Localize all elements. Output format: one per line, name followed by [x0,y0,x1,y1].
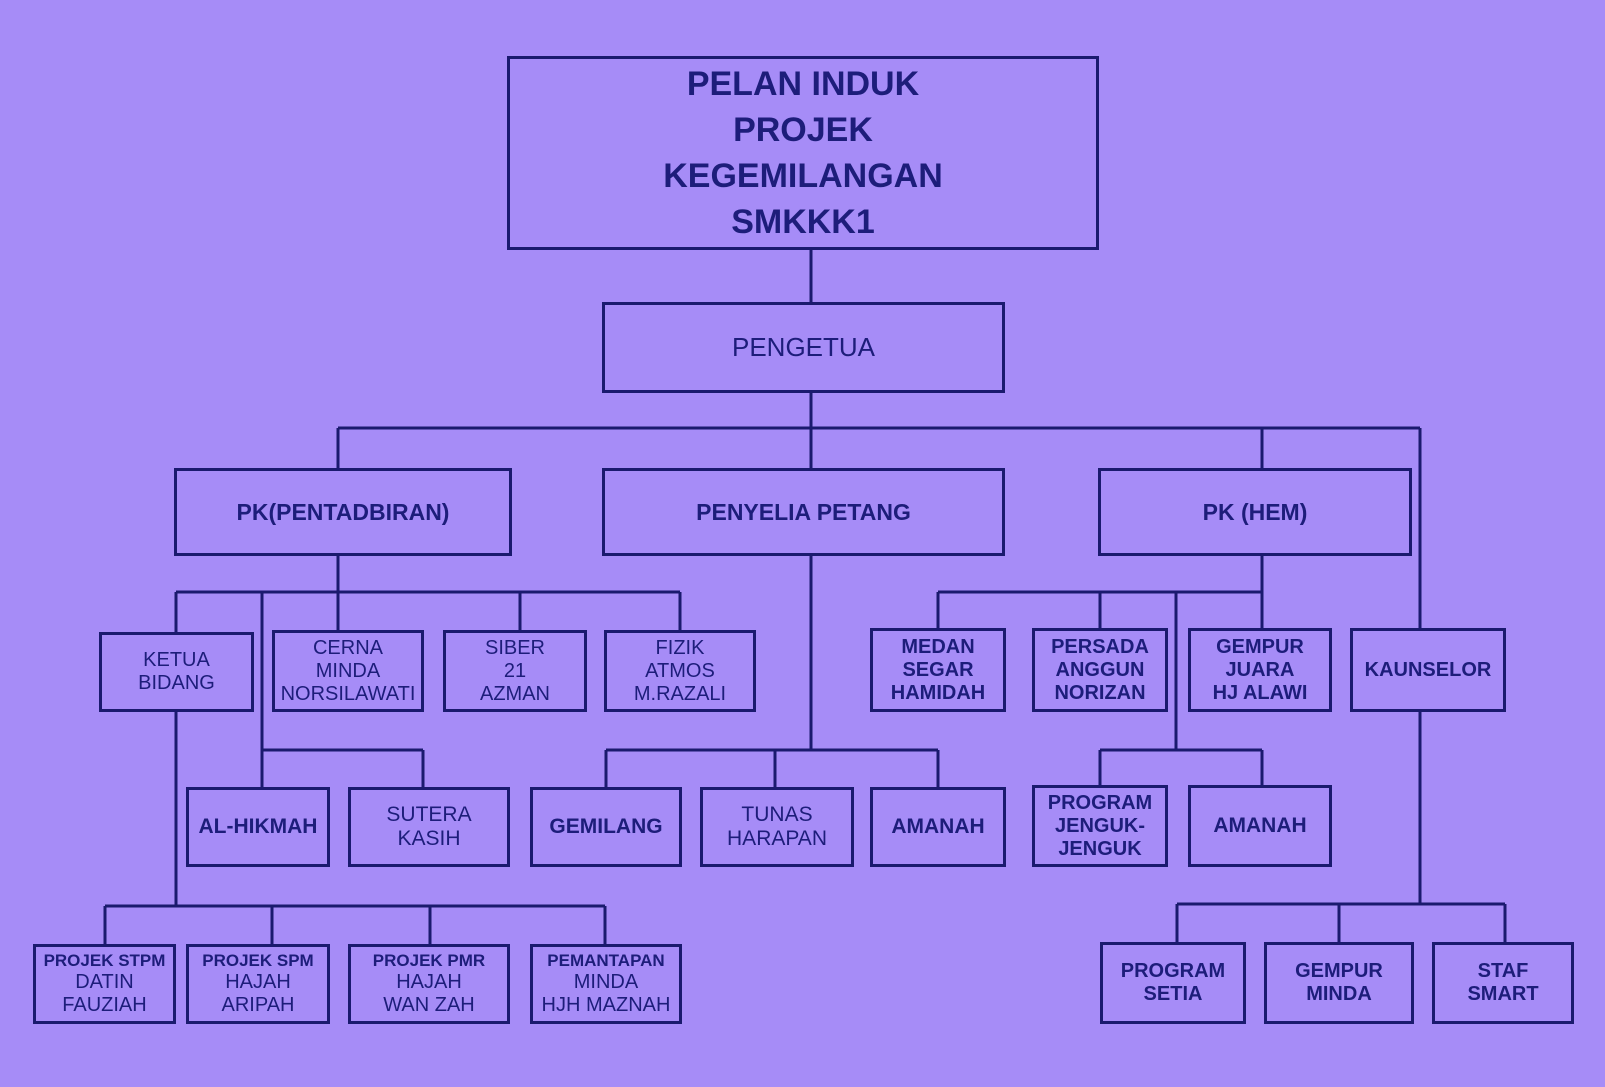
projek-pmr-line: HAJAH [396,970,462,993]
gempur-juara-line: JUARA [1225,658,1295,681]
projek-pmr-line: WAN ZAH [383,993,475,1016]
projek-stpm-box: PROJEK STPM DATIN FAUZIAH [33,944,176,1024]
pk-pentadbiran-label: PK(PENTADBIRAN) [236,498,450,525]
cerna-minda-line: CERNA [312,636,383,659]
gempur-juara-line: HJ ALAWI [1212,681,1308,704]
program-setia-line: PROGRAM [1120,960,1226,982]
sutera-kasih-box: SUTERA KASIH [348,787,510,867]
gempur-minda-line: MINDA [1306,983,1372,1005]
projek-stpm-line: FAUZIAH [62,993,147,1016]
staf-smart-line: SMART [1467,983,1539,1005]
projek-spm-box: PROJEK SPM HAJAH ARIPAH [186,944,330,1024]
gempur-minda-box: GEMPUR MINDA [1264,942,1414,1024]
gempur-minda-line: GEMPUR [1295,960,1383,982]
pemantapan-minda-line: PEMANTAPAN [547,951,665,971]
pemantapan-minda-box: PEMANTAPAN MINDA HJH MAZNAH [530,944,682,1024]
tunas-harapan-line: HARAPAN [727,827,827,850]
fizik-atmos-line: M.RAZALI [633,682,727,705]
gemilang-box: GEMILANG [530,787,682,867]
program-jenguk-line: JENGUK- [1054,814,1145,837]
al-hikmah-label: AL-HIKMAH [198,814,318,838]
persada-anggun-line: PERSADA [1051,635,1149,658]
siber-21-line: 21 [503,659,527,682]
penyelia-petang-box: PENYELIA PETANG [602,468,1005,556]
staf-smart-line: STAF [1477,960,1529,982]
amanah-hem-box: AMANAH [1188,785,1332,867]
gempur-juara-box: GEMPUR JUARA HJ ALAWI [1188,628,1332,712]
cerna-minda-line: MINDA [315,659,381,682]
pk-hem-label: PK (HEM) [1202,498,1308,525]
persada-anggun-box: PERSADA ANGGUN NORIZAN [1032,628,1168,712]
medan-segar-box: MEDAN SEGAR HAMIDAH [870,628,1006,712]
medan-segar-line: HAMIDAH [890,681,986,704]
projek-pmr-box: PROJEK PMR HAJAH WAN ZAH [348,944,510,1024]
cerna-minda-line: NORSILAWATI [280,682,416,705]
amanah-hem-label: AMANAH [1213,813,1307,837]
amanah-petang-box: AMANAH [870,787,1006,867]
siber-21-box: SIBER 21 AZMAN [443,630,587,712]
pengetua-box: PENGETUA [602,302,1005,393]
title-box: PELAN INDUK PROJEK KEGEMILANGAN SMKKK1 [507,56,1099,250]
projek-spm-line: PROJEK SPM [202,951,314,971]
projek-spm-line: HAJAH [225,970,291,993]
fizik-atmos-box: FIZIK ATMOS M.RAZALI [604,630,756,712]
projek-spm-line: ARIPAH [221,993,295,1016]
ketua-bidang-box: KETUA BIDANG [99,632,254,712]
gemilang-label: GEMILANG [549,814,663,838]
sutera-kasih-line: KASIH [397,827,461,850]
title-line: PROJEK [733,110,873,149]
program-jenguk-line: JENGUK [1058,837,1142,860]
amanah-petang-label: AMANAH [891,814,985,838]
medan-segar-line: SEGAR [902,658,974,681]
medan-segar-line: MEDAN [901,635,975,658]
sutera-kasih-line: SUTERA [386,802,472,826]
staf-smart-box: STAF SMART [1432,942,1574,1024]
al-hikmah-box: AL-HIKMAH [186,787,330,867]
program-jenguk-line: PROGRAM [1047,791,1153,814]
persada-anggun-line: ANGGUN [1055,658,1145,681]
title-line: PELAN INDUK [686,64,920,103]
pengetua-label: PENGETUA [731,331,876,362]
projek-stpm-line: PROJEK STPM [43,951,166,971]
tunas-harapan-box: TUNAS HARAPAN [700,787,854,867]
kaunselor-box: KAUNSELOR [1350,628,1506,712]
title-line: SMKKK1 [731,203,875,242]
tunas-harapan-line: TUNAS [741,802,813,826]
gempur-juara-line: GEMPUR [1216,635,1304,658]
pemantapan-minda-line: HJH MAZNAH [541,993,671,1016]
siber-21-line: AZMAN [480,682,550,705]
siber-21-line: SIBER [484,636,546,659]
title-line: KEGEMILANGAN [663,157,943,195]
program-setia-box: PROGRAM SETIA [1100,942,1246,1024]
program-jenguk-box: PROGRAM JENGUK- JENGUK [1032,785,1168,867]
pk-pentadbiran-box: PK(PENTADBIRAN) [174,468,512,556]
pk-hem-box: PK (HEM) [1098,468,1412,556]
cerna-minda-box: CERNA MINDA NORSILAWATI [272,630,424,712]
ketua-bidang-line: BIDANG [138,672,215,694]
fizik-atmos-line: FIZIK [655,636,705,659]
kaunselor-label: KAUNSELOR [1364,658,1492,681]
penyelia-petang-label: PENYELIA PETANG [696,498,911,525]
projek-stpm-line: DATIN [75,970,134,993]
persada-anggun-line: NORIZAN [1054,681,1146,704]
ketua-bidang-line: KETUA [143,649,210,671]
program-setia-line: SETIA [1143,983,1203,1005]
projek-pmr-line: PROJEK PMR [372,951,486,971]
pemantapan-minda-line: MINDA [573,970,639,993]
fizik-atmos-line: ATMOS [645,659,715,682]
